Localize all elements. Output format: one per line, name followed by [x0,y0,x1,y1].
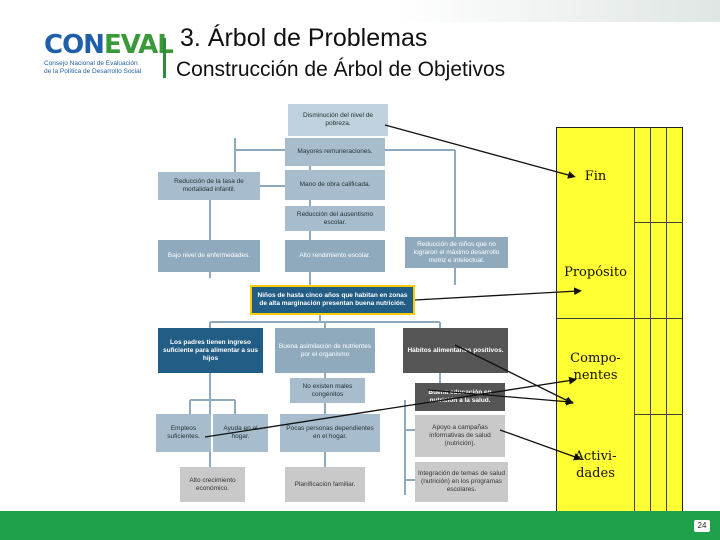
logo-subtitle-1: Consejo Nacional de Evaluación [44,60,138,67]
page-number: 24 [694,520,710,532]
activity-box-school-health: Integración de temas de salud (nutrición… [415,462,508,502]
component-box-habits: Hábitos alimentarios positivos. [403,328,508,373]
fin-box-child-mortality: Reducción de la tasa de mortalidad infan… [158,172,260,200]
footer-bar [0,511,720,540]
matrix-row-line [557,318,682,319]
arrow-fin [384,124,576,179]
arrow-componentes-2 [427,389,574,406]
arrow-proposito [414,287,582,301]
fin-box-low-illness: Bajo nivel de enfermedades. [158,240,260,272]
component-box-congenital: No existen males congénitos [290,378,365,403]
fin-box-development: Reducción de niños que no lograron el má… [405,237,508,268]
purpose-box: Niños de hasta cinco años que habitan en… [250,285,415,315]
fin-box-poverty: Disminución del nivel de pobreza. [288,104,388,136]
fin-box-school-performance: Alto rendimiento escolar. [285,240,385,272]
activity-box-growth: Alto crecimiento económico. [180,467,245,502]
activity-box-dependents: Pocas personas dependientes en el hogar. [280,414,380,452]
activity-box-planning: Planificación familiar. [285,467,365,502]
matrix-row-line [634,414,683,415]
logo-subtitle-2: de la Política de Desarrollo Social [44,68,142,75]
slide-title: 3. Árbol de Problemas [180,24,428,52]
title-accent-bar [163,38,166,78]
matrix-label-actividades: Activi- dades [574,449,617,481]
coneval-logo: CONEVAL Consejo Nacional de Evaluación d… [44,30,174,82]
matrix-col-line [634,128,635,511]
tree-connectors [189,138,456,495]
activity-box-employment: Empleos suficientes. [156,414,211,452]
mir-matrix: Fin Propósito Compo- nentes Activi- dade… [556,127,683,512]
fin-box-absenteeism: Reducción del ausentismo escolar. [285,206,385,231]
fin-box-remuneration: Mayores remuneraciones. [285,138,385,166]
slide-subtitle: Construcción de Árbol de Objetivos [176,58,506,81]
matrix-col-line [666,128,667,511]
matrix-row-line [634,222,683,223]
logo-word-part1: CON [44,30,105,60]
matrix-label-componentes: Compo- nentes [570,351,621,383]
activity-box-home-help: Ayuda en el hogar. [213,414,268,452]
fin-box-skilled-labor: Mano de obra calificada. [285,170,385,200]
matrix-col-line [650,128,651,511]
arrow-componentes-1 [454,344,574,404]
logo-word-part2: EVAL [103,30,174,60]
matrix-label-fin: Fin [584,169,607,184]
component-box-income: Los padres tienen ingreso suficiente par… [158,328,263,373]
logo-wordmark: CONEVAL [44,30,174,60]
top-strip [0,0,720,22]
matrix-label-proposito: Propósito [564,265,627,280]
arrow-componentes-3 [204,376,577,438]
activity-box-campaigns: Apoyo a campañas informativas de salud (… [415,415,505,457]
arrow-actividades [499,429,582,461]
component-box-assimilation: Buena asimilación de nutrientes por el o… [275,328,375,373]
objectives-tree: Disminución del nivel de pobreza. Mayore… [150,100,530,510]
